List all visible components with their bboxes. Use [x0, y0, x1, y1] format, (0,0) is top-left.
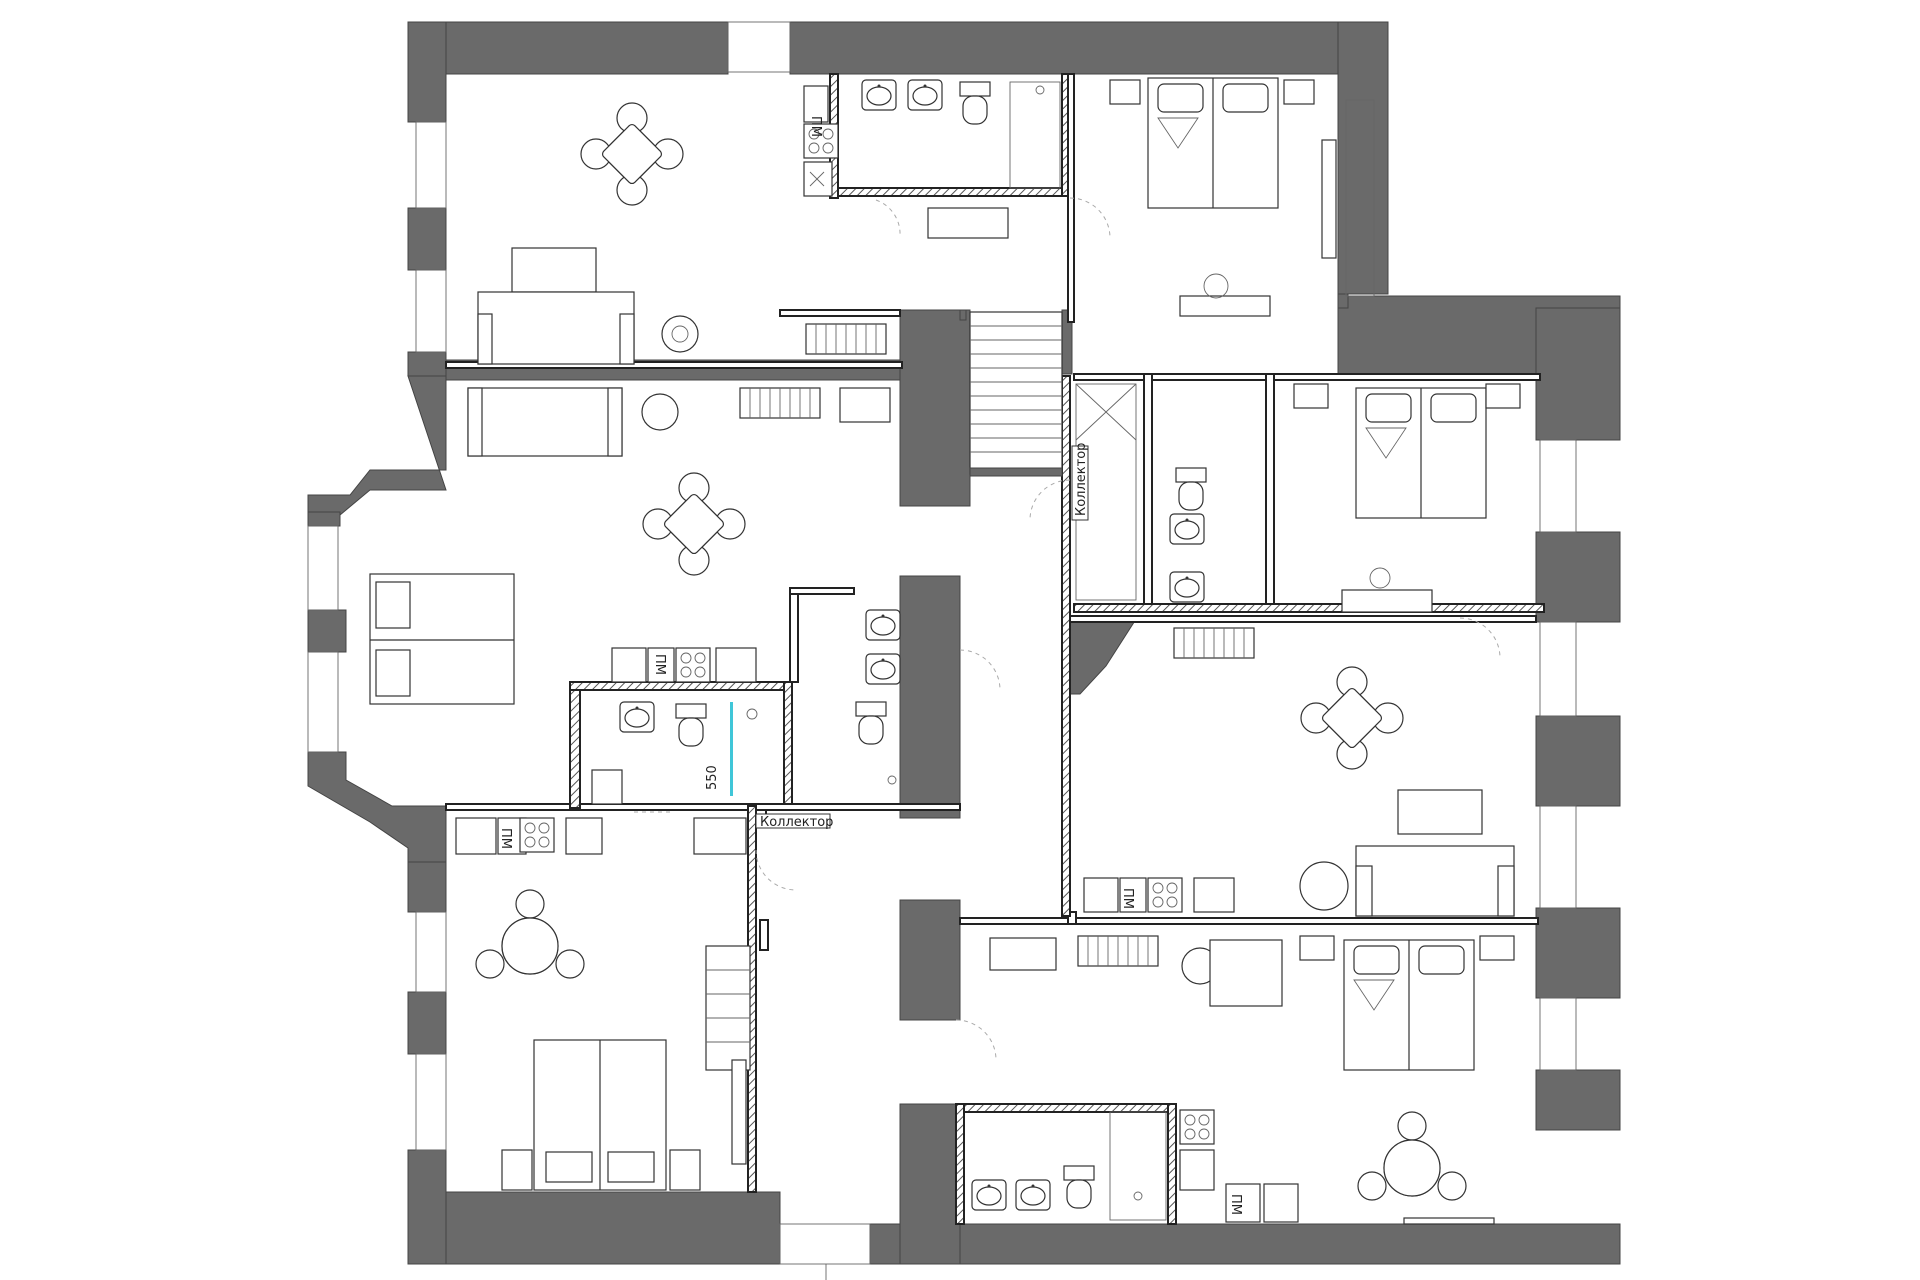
- svg-text:Коллектор: Коллектор: [1074, 443, 1089, 516]
- bathroom-top-fixtures: [861, 79, 1061, 239]
- pm-label-bottom-left: ПМ: [498, 828, 513, 849]
- staircase: [969, 311, 1063, 477]
- studio-top-left-furniture: [477, 85, 887, 365]
- studio-middle-left-furniture: [369, 387, 891, 705]
- bedroom-right-middle-furniture: [1293, 383, 1521, 613]
- pm-label-right-middle: ПМ: [1120, 888, 1135, 909]
- collector-label-middle: Коллектор: [755, 813, 833, 830]
- bathroom-bottom-fixtures: [971, 1111, 1167, 1221]
- bathroom-middle-fixtures: [591, 609, 901, 805]
- interior-walls: [899, 293, 1349, 1265]
- studio-bottom-right-furniture: [989, 935, 1515, 1225]
- partitions: [445, 73, 1545, 1225]
- bedroom-top-right-furniture: [1109, 77, 1337, 317]
- door-swings: [634, 197, 1501, 1061]
- pm-label-top: ПМ: [808, 116, 823, 137]
- studio-bottom-left-furniture: [455, 817, 751, 1191]
- exterior-walls: [307, 21, 1621, 1265]
- pm-label-bottom-right: ПМ: [1228, 1194, 1243, 1215]
- windows: [307, 21, 1577, 1280]
- studio-right-middle-furniture: [1083, 627, 1515, 917]
- pm-label-middle-left: ПМ: [652, 654, 667, 675]
- collector-label-top: Коллектор: [1071, 443, 1089, 521]
- bathroom-right-fixtures: [1075, 383, 1207, 603]
- dimension-label: 550: [705, 765, 720, 790]
- svg-text:Коллектор: Коллектор: [760, 815, 833, 830]
